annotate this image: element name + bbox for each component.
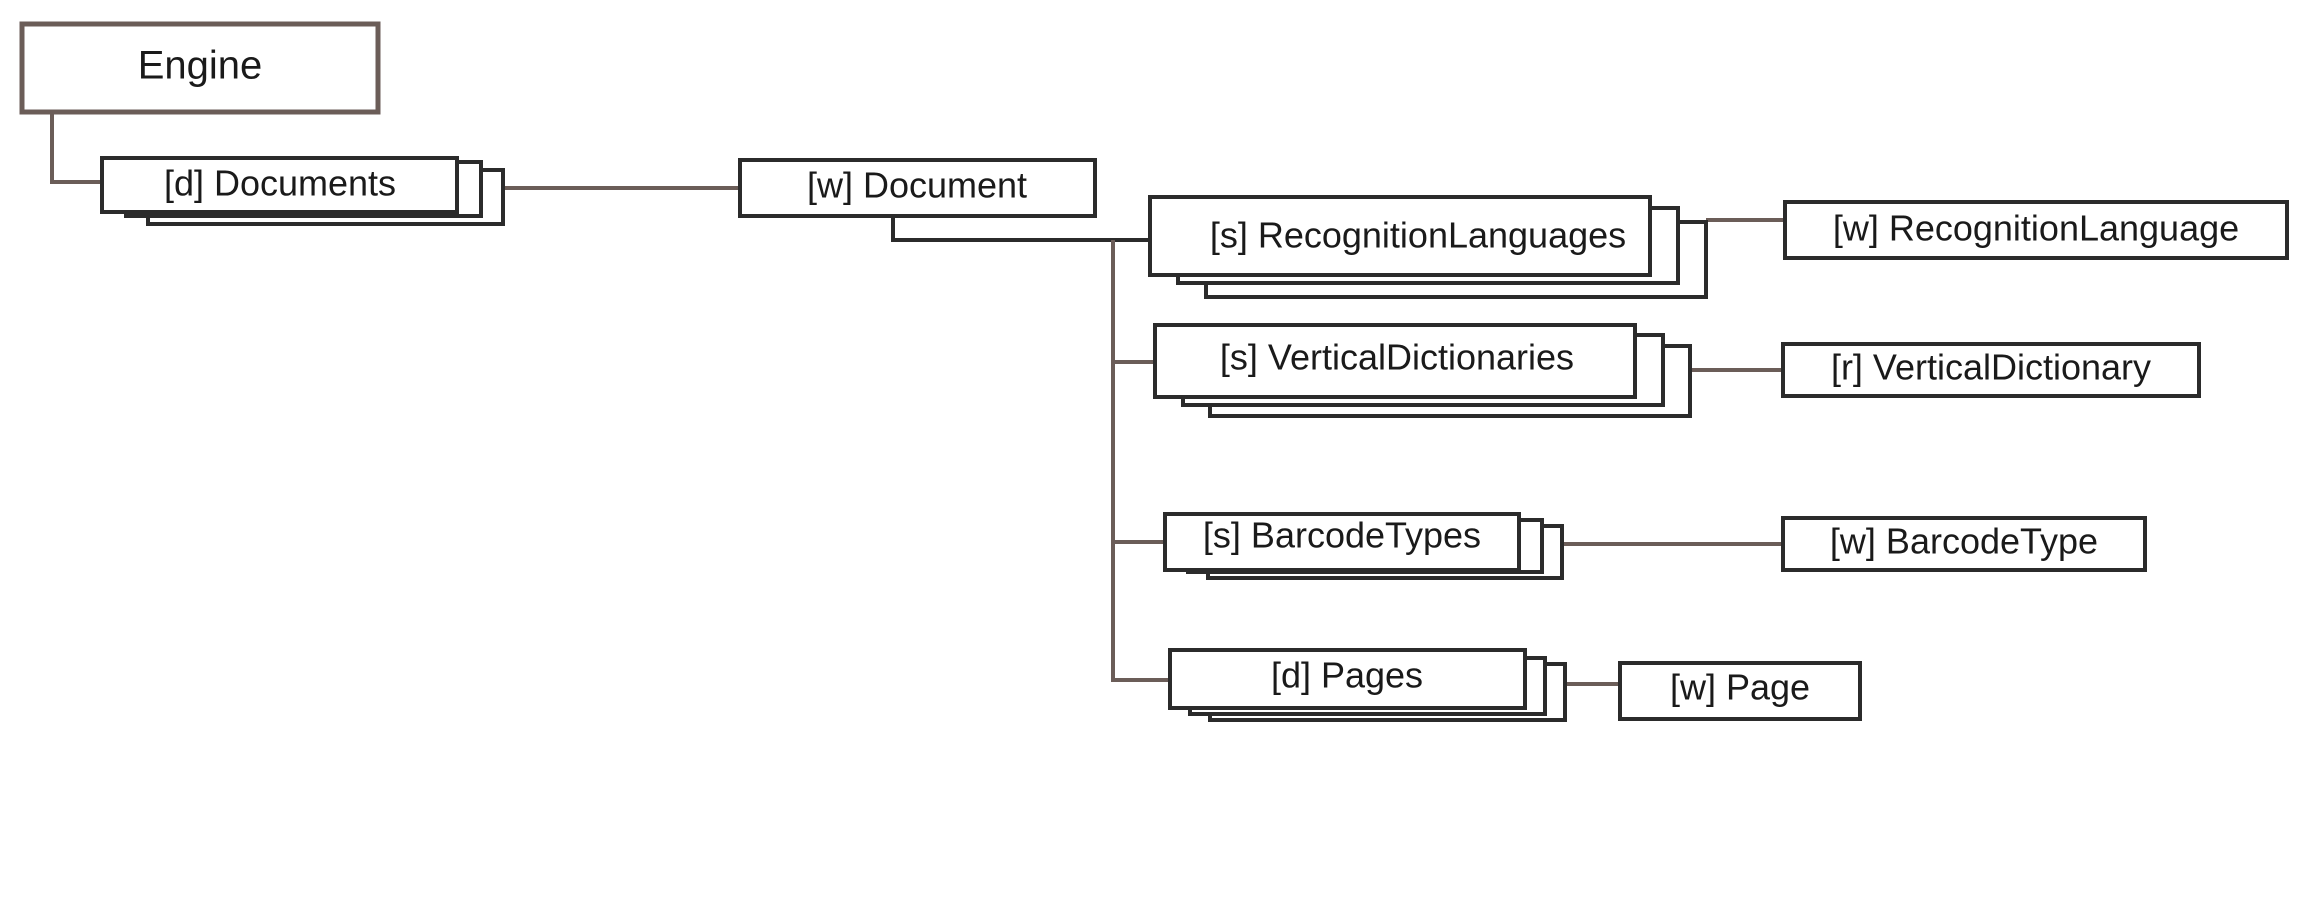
barcode-type-box (1781, 516, 2147, 572)
document-label: [w] Document (807, 165, 1027, 206)
connectors (50, 112, 1785, 686)
recognition-language-label: [w] RecognitionLanguage (1833, 208, 2239, 249)
node-barcode-type[interactable]: [w] BarcodeType (1781, 516, 2147, 572)
vertical-dictionaries-label: [s] VerticalDictionaries (1220, 337, 1574, 378)
barcode-type-label: [w] BarcodeType (1830, 521, 2098, 562)
vertical-dictionary-box (1781, 342, 2201, 398)
node-vertical-dictionaries[interactable]: [s] VerticalDictionaries (1153, 323, 1692, 418)
node-recognition-languages[interactable]: [s] RecognitionLanguages (1148, 195, 1708, 299)
page-box (1618, 661, 1862, 721)
barcode-types-box (1163, 512, 1521, 572)
recognition-languages-label: [s] RecognitionLanguages (1210, 215, 1626, 256)
connector-trunk-vertical (1111, 240, 1170, 682)
pages-box (1168, 648, 1527, 710)
connector-document-trunk (891, 216, 1150, 242)
node-page[interactable]: [w] Page (1618, 661, 1862, 721)
node-vertical-dictionary[interactable]: [r] VerticalDictionary (1781, 342, 2201, 398)
node-engine[interactable]: Engine (19, 21, 381, 115)
barcode-types-label: [s] BarcodeTypes (1203, 515, 1481, 556)
recognition-language-box (1783, 200, 2289, 260)
documents-box (100, 156, 459, 214)
pages-label: [d] Pages (1271, 655, 1423, 696)
engine-label: Engine (138, 44, 263, 88)
vertical-dictionary-label: [r] VerticalDictionary (1831, 347, 2151, 388)
node-recognition-language[interactable]: [w] RecognitionLanguage (1783, 200, 2289, 260)
engine-box (19, 21, 381, 115)
vertical-dictionaries-box (1153, 323, 1637, 399)
document-box (738, 158, 1097, 218)
documents-label: [d] Documents (164, 163, 396, 204)
recognition-languages-box (1148, 195, 1652, 277)
page-label: [w] Page (1670, 667, 1810, 708)
node-pages[interactable]: [d] Pages (1168, 648, 1567, 722)
node-documents[interactable]: [d] Documents (100, 156, 505, 226)
node-barcode-types[interactable]: [s] BarcodeTypes (1163, 512, 1564, 580)
node-document[interactable]: [w] Document (738, 158, 1097, 218)
connector-engine-documents (50, 112, 102, 184)
